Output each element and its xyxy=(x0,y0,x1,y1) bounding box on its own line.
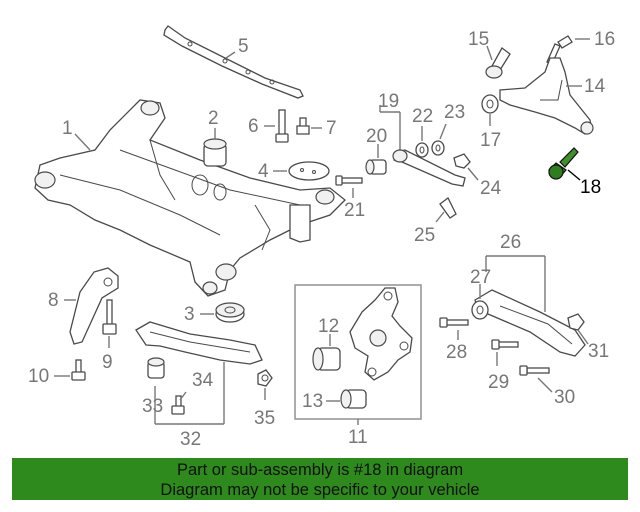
callout-4: 4 xyxy=(258,161,269,182)
part-28-bolt xyxy=(439,317,469,328)
callout-21: 21 xyxy=(344,200,365,221)
banner-line-1: Part or sub-assembly is #18 in diagram xyxy=(176,461,464,479)
callout-31: 31 xyxy=(588,341,609,362)
part-27-bushing xyxy=(471,300,489,320)
part-21-bolt xyxy=(335,175,363,186)
part-34-bolt xyxy=(171,395,185,415)
part-17-bushing xyxy=(481,94,499,114)
callout-34: 34 xyxy=(192,370,214,391)
part-9-stud xyxy=(102,299,117,335)
callout-22: 22 xyxy=(412,106,433,127)
info-banner: Part or sub-assembly is #18 in diagram D… xyxy=(12,458,628,500)
part-23-washer xyxy=(431,140,445,156)
callout-29: 29 xyxy=(488,372,509,393)
part-1-subframe xyxy=(34,99,346,297)
callout-27: 27 xyxy=(470,267,491,288)
callout-32: 32 xyxy=(180,429,201,450)
part-24-nut xyxy=(453,153,471,169)
callout-7: 7 xyxy=(326,118,337,139)
parts-diagram: 5 1 2 6 7 4 xyxy=(28,25,615,450)
callout-14: 14 xyxy=(584,76,606,97)
part-7-nut xyxy=(296,117,310,135)
callout-6: 6 xyxy=(248,116,259,137)
callout-30: 30 xyxy=(554,387,575,408)
part-12-bushing xyxy=(312,347,341,371)
callout-5: 5 xyxy=(238,36,249,57)
part-32-bracket xyxy=(135,321,263,365)
callout-8: 8 xyxy=(48,290,59,311)
part-13-bushing xyxy=(340,389,367,409)
callout-19: 19 xyxy=(378,91,399,112)
callout-15: 15 xyxy=(468,29,489,50)
part-3-bushing xyxy=(215,302,245,323)
part-10-bolt xyxy=(71,359,86,381)
part-22-washer xyxy=(415,142,429,158)
callout-18: 18 xyxy=(580,177,601,198)
callout-1: 1 xyxy=(62,118,73,139)
part-4-plate xyxy=(288,161,330,181)
callout-9: 9 xyxy=(102,352,113,373)
part-5-brace xyxy=(163,25,304,99)
callout-11: 11 xyxy=(348,427,368,448)
part-8-bracket xyxy=(69,267,119,345)
callout-35: 35 xyxy=(254,408,275,429)
part-11-knuckle xyxy=(349,287,413,381)
part-15-bolt xyxy=(485,47,511,79)
part-35-nut xyxy=(257,369,273,387)
callout-24: 24 xyxy=(480,178,502,199)
part-33-bushing xyxy=(147,357,165,379)
part-14-control-arm xyxy=(499,57,594,135)
callout-28: 28 xyxy=(446,342,467,363)
part-29-bolt xyxy=(491,339,519,350)
part-25-bracket xyxy=(439,197,457,219)
callout-33: 33 xyxy=(142,396,163,417)
part-31-bushing xyxy=(567,313,585,331)
part-18-bolt xyxy=(548,147,579,180)
part-19-link xyxy=(392,149,466,187)
callout-16: 16 xyxy=(594,29,615,50)
part-30-bolt xyxy=(519,365,550,376)
callout-17: 17 xyxy=(480,130,501,151)
callout-23: 23 xyxy=(444,102,465,123)
callout-20: 20 xyxy=(366,126,387,147)
callout-3: 3 xyxy=(184,304,195,325)
part-2-bushing xyxy=(203,138,227,167)
banner-line-2: Diagram may not be specific to your vehi… xyxy=(160,481,480,499)
callout-12: 12 xyxy=(318,316,339,337)
callout-10: 10 xyxy=(28,366,49,387)
part-6-bolt xyxy=(275,109,289,143)
callout-13: 13 xyxy=(302,391,323,412)
part-20-bushing xyxy=(365,159,387,175)
callout-26: 26 xyxy=(500,232,521,253)
callout-25: 25 xyxy=(414,225,435,246)
callout-2: 2 xyxy=(208,108,219,129)
